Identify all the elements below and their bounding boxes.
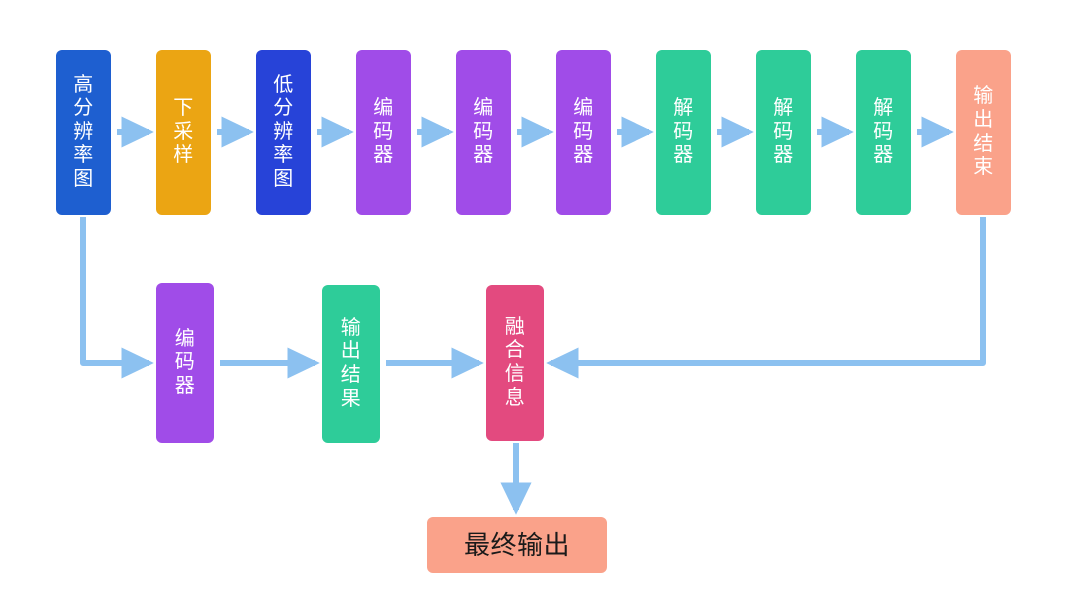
node-fusion-info[interactable]: 融合信息 [486, 285, 544, 441]
connector-output-end-to-fusion [546, 217, 986, 379]
node-encoder-1[interactable]: 编码器 [356, 50, 411, 215]
connector-high-res-to-branch [80, 217, 154, 379]
node-encoder-branch[interactable]: 编码器 [156, 283, 214, 443]
node-fusion-info-label: 融合信息 [504, 315, 526, 409]
node-downsample[interactable]: 下采样 [156, 50, 211, 215]
node-decoder-1[interactable]: 解码器 [656, 50, 711, 215]
node-encoder-2-label: 编码器 [473, 97, 494, 167]
node-encoder-2[interactable]: 编码器 [456, 50, 511, 215]
node-encoder-1-label: 编码器 [373, 97, 394, 167]
node-final-output[interactable]: 最终输出 [427, 517, 607, 573]
node-output-end[interactable]: 输出结束 [956, 50, 1011, 215]
node-decoder-1-label: 解码器 [673, 97, 694, 167]
node-decoder-3[interactable]: 解码器 [856, 50, 911, 215]
node-encoder-3-label: 编码器 [573, 97, 594, 167]
node-low-res-map-label: 低分辨率图 [273, 73, 294, 190]
node-decoder-2-label: 解码器 [773, 97, 794, 167]
node-high-res-map-label: 高分辨率图 [73, 73, 94, 190]
node-output-result[interactable]: 输出结果 [322, 285, 380, 443]
node-final-output-label: 最终输出 [463, 529, 570, 560]
node-decoder-2[interactable]: 解码器 [756, 50, 811, 215]
node-output-end-label: 输出结束 [973, 85, 994, 179]
node-encoder-3[interactable]: 编码器 [556, 50, 611, 215]
node-downsample-label: 下采样 [173, 97, 194, 167]
node-high-res-map[interactable]: 高分辨率图 [56, 50, 111, 215]
node-output-result-label: 输出结果 [340, 316, 362, 410]
node-low-res-map[interactable]: 低分辨率图 [256, 50, 311, 215]
node-encoder-branch-label: 编码器 [174, 327, 196, 397]
node-decoder-3-label: 解码器 [873, 97, 894, 167]
